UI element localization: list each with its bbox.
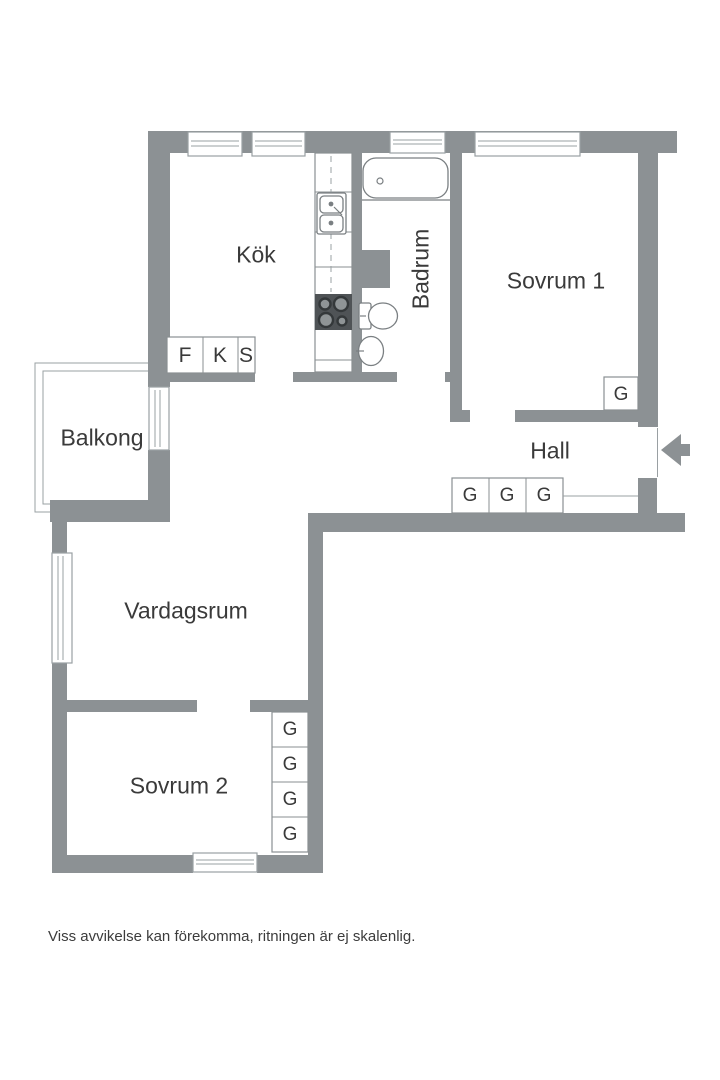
wall-right-upper <box>638 153 658 427</box>
sink-drain <box>328 201 334 207</box>
bathtub-drain <box>376 177 384 185</box>
window-frame <box>251 131 306 157</box>
wall-balcony-bottom <box>50 500 170 522</box>
wardrobe-label-bedroom2-2: G <box>282 754 298 775</box>
wall-left-upper <box>148 131 170 387</box>
wall-bath-bottom <box>293 372 397 382</box>
wall-left-mid <box>52 520 67 553</box>
window-living-room <box>51 552 73 664</box>
stove-burner <box>318 297 332 311</box>
wardrobe-label-hall-3: G <box>536 485 552 506</box>
wall-living-bed2-right <box>308 513 323 873</box>
stove-burner <box>317 311 335 329</box>
wardrobe-label-bedroom1: G <box>613 384 629 405</box>
wall-left-lower <box>52 663 67 873</box>
door-frame <box>148 386 170 451</box>
entry-arrow-icon <box>661 434 690 466</box>
window-kitchen-left <box>187 131 243 157</box>
room-label-bedroom2: Sovrum 2 <box>129 772 229 799</box>
walls <box>50 131 685 873</box>
window-frame <box>192 852 258 873</box>
entry <box>657 428 690 477</box>
window-frame <box>474 131 581 157</box>
kitchen-fks-cabinets <box>166 336 256 374</box>
wall-bath-divider-foot <box>450 410 470 422</box>
fks-outline <box>166 336 256 374</box>
wall-bath-bottom-stub <box>445 372 452 382</box>
wall-kitchen-bath-divider <box>352 153 362 372</box>
stove <box>315 294 352 330</box>
window-bathroom <box>389 131 446 154</box>
stove-burner <box>332 295 350 313</box>
wardrobe-label-hall-1: G <box>462 485 478 506</box>
wall-living-bed2-divider-left <box>60 700 197 712</box>
wardrobes-hall <box>451 477 638 514</box>
window-frame <box>51 552 73 664</box>
disclaimer-text: Viss avvikelse kan förekomma, ritningen … <box>48 928 416 945</box>
wardrobe-label-hall-2: G <box>499 485 515 506</box>
washbasin <box>356 335 385 367</box>
window-frame <box>187 131 243 157</box>
toilet-bowl <box>367 302 399 330</box>
room-label-hall: Hall <box>530 437 570 464</box>
wall-bottom-left <box>52 855 193 873</box>
sink-drain <box>328 220 334 226</box>
wall-living-bed2-divider-right <box>250 700 308 712</box>
stove-burner <box>336 315 348 327</box>
kitchen-unit-k-label: K <box>212 344 228 367</box>
room-label-bathroom: Badrum <box>407 228 434 310</box>
kitchen-counter <box>314 152 353 373</box>
wall-bottom-right <box>257 855 323 873</box>
window-kitchen-right <box>251 131 306 157</box>
window-bedroom2 <box>192 852 258 873</box>
wardrobe-label-bedroom2-3: G <box>282 789 298 810</box>
bathtub-outline <box>362 157 449 199</box>
wall-bath-bed1-divider <box>450 153 462 410</box>
wardrobe-box <box>603 376 639 411</box>
wardrobe-label-bedroom2-4: G <box>282 824 298 845</box>
wall-bath-niche <box>362 250 390 288</box>
wall-kitchen-bottom <box>148 372 255 382</box>
wall-right-lower <box>638 478 657 514</box>
window-frame <box>389 131 446 154</box>
wall-hall-bottom <box>308 513 685 532</box>
room-label-kitchen: Kök <box>236 241 276 268</box>
wardrobes-bedroom2 <box>271 711 309 853</box>
window-bedroom1 <box>474 131 581 157</box>
wall-bed1-bottom <box>515 410 638 422</box>
room-label-bedroom1: Sovrum 1 <box>506 267 606 294</box>
kitchen-sink <box>316 192 347 235</box>
toilet <box>358 302 399 330</box>
wardrobe-bedroom1 <box>603 376 639 411</box>
room-label-balcony: Balkong <box>60 424 144 451</box>
kitchen-unit-s-label: S <box>238 344 254 367</box>
bathtub <box>362 157 450 201</box>
wardrobe-label-bedroom2-1: G <box>282 719 298 740</box>
counter-outline <box>314 152 353 373</box>
balcony-door <box>148 386 170 451</box>
sink-faucet <box>333 206 343 216</box>
room-label-living-room: Vardagsrum <box>124 597 248 624</box>
kitchen-unit-f-label: F <box>178 344 192 367</box>
